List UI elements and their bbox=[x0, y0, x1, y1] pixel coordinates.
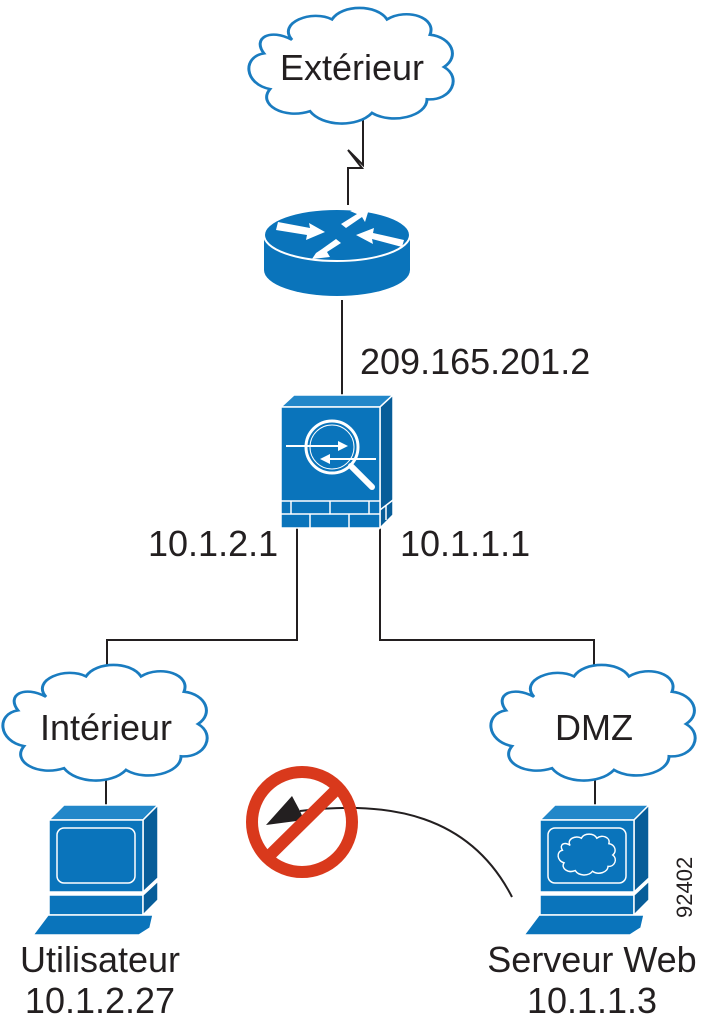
prohibited-icon bbox=[246, 766, 358, 878]
user-ip-label: 10.1.2.27 bbox=[25, 980, 175, 1021]
web-ip-label: 10.1.1.3 bbox=[527, 980, 657, 1021]
inside-link bbox=[106, 528, 298, 672]
figure-id: 92402 bbox=[672, 857, 697, 918]
web-server-icon bbox=[522, 803, 651, 936]
workstation-icon bbox=[31, 803, 160, 936]
serial-link bbox=[347, 118, 365, 205]
cloud-dmz-label: DMZ bbox=[555, 707, 633, 748]
firewall-dmz-ip: 10.1.1.1 bbox=[400, 523, 530, 564]
firewall-outside-ip: 209.165.201.2 bbox=[360, 341, 590, 382]
user-name-label: Utilisateur bbox=[20, 939, 180, 980]
web-name-label: Serveur Web bbox=[487, 939, 696, 980]
links bbox=[105, 118, 596, 805]
security-appliance-icon bbox=[279, 393, 395, 530]
firewall-inside-ip: 10.1.2.1 bbox=[148, 523, 278, 564]
blocked-flow bbox=[246, 766, 513, 898]
cloud-inside-label: Intérieur bbox=[40, 707, 172, 748]
router-icon bbox=[263, 206, 411, 296]
flow-arrow-line bbox=[299, 806, 513, 898]
cloud-outside-label: Extérieur bbox=[280, 47, 424, 88]
dmz-link bbox=[379, 528, 595, 672]
flow-arrowhead bbox=[266, 796, 304, 825]
